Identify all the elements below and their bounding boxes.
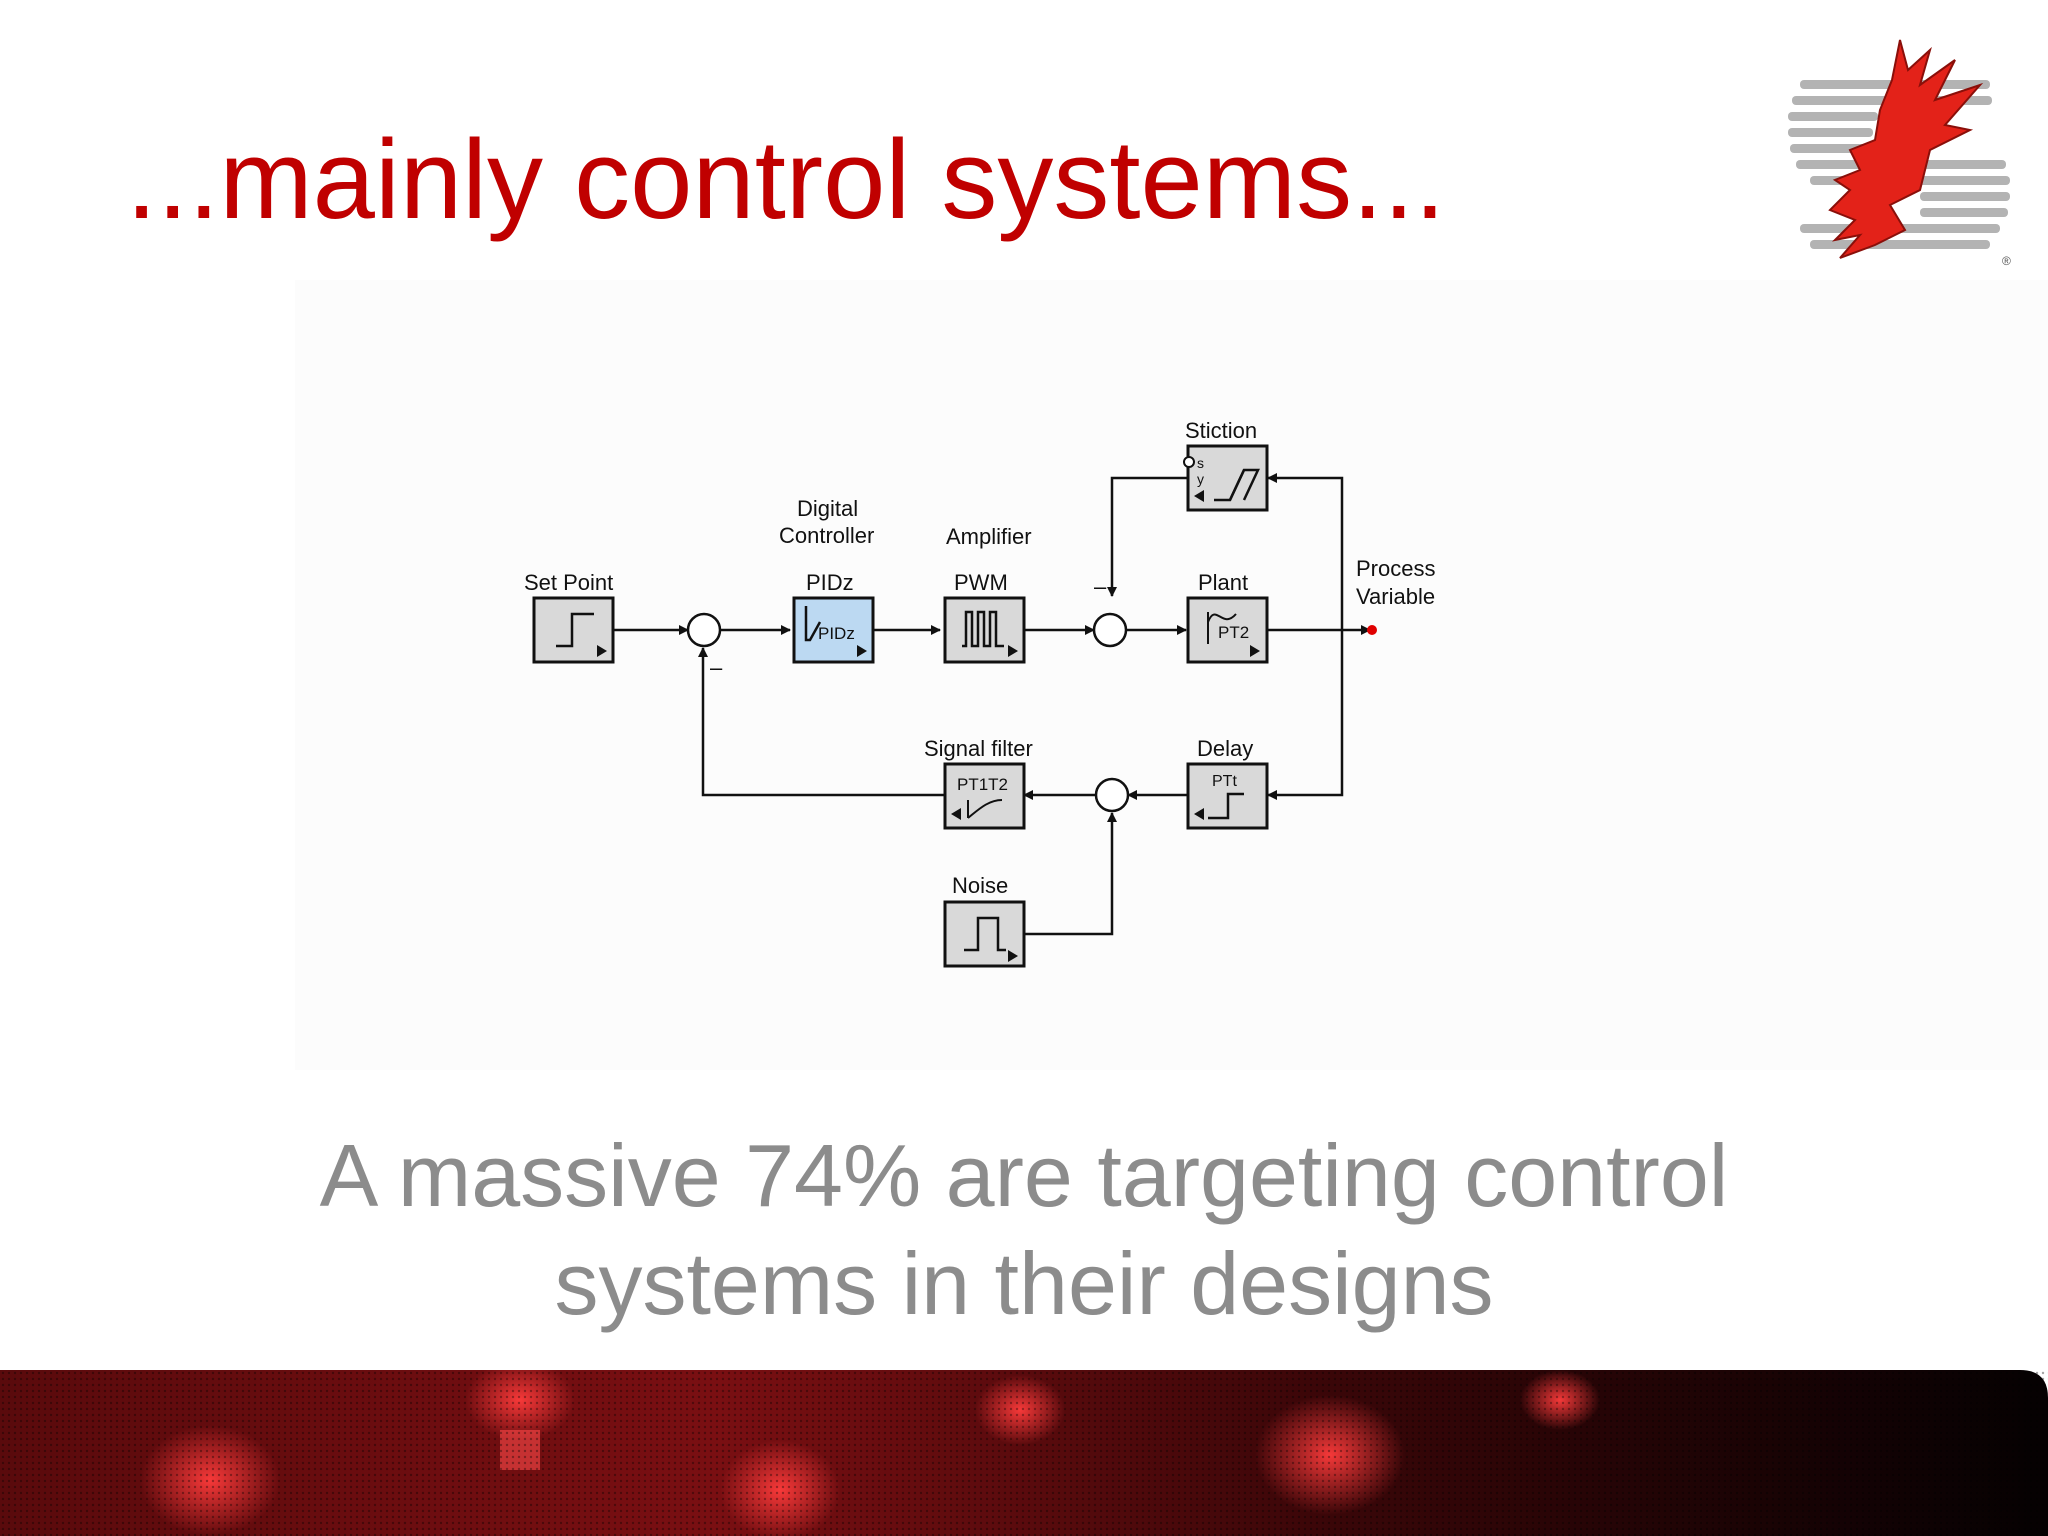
block-noise[interactable]: Noise	[943, 873, 1026, 968]
block-label: PWM	[954, 570, 1008, 595]
block-signal-filter[interactable]: Signal filter PT1T2	[924, 736, 1033, 830]
sum-sign-minus: –	[1094, 574, 1107, 599]
pulse-icon	[964, 916, 1006, 952]
block-label: Noise	[952, 873, 1008, 898]
block-label: Plant	[1198, 570, 1248, 595]
block-plant[interactable]: Plant PT2	[1186, 570, 1269, 664]
block-pwm[interactable]: Amplifier PWM	[943, 524, 1032, 664]
eagle-logo-icon: ®	[1788, 39, 2011, 268]
slide-title: ...mainly control systems...	[126, 117, 1446, 242]
caption-line-1: A massive 74% are targeting control	[319, 1126, 1729, 1225]
block-title: Amplifier	[946, 524, 1032, 549]
output-label: Process	[1356, 556, 1435, 581]
block-glyph: PIDz	[818, 624, 855, 643]
block-pidz[interactable]: Digital Controller PIDz PIDz	[779, 496, 875, 664]
port-s: s	[1197, 455, 1204, 471]
diagram-background	[295, 280, 2048, 1070]
block-label: PIDz	[806, 570, 854, 595]
block-label: Set Point	[524, 570, 613, 595]
pid-icon	[804, 606, 822, 642]
sum-junction-stiction	[1092, 612, 1128, 648]
caption-line-2: systems in their designs	[554, 1234, 1494, 1333]
block-set-point[interactable]: Set Point	[524, 570, 615, 664]
registered-mark: ®	[2002, 254, 2011, 268]
signal-wires	[613, 473, 1371, 936]
block-title: Controller	[779, 523, 874, 548]
sum-sign-minus: –	[710, 655, 723, 680]
block-stiction[interactable]: Stiction s y	[1183, 418, 1269, 512]
block-label: Stiction	[1185, 418, 1257, 443]
pt2-icon	[1207, 612, 1237, 644]
filter-icon	[967, 799, 1003, 819]
block-glyph: PT2	[1218, 623, 1249, 642]
block-label: Delay	[1197, 736, 1253, 761]
output-label: Variable	[1356, 584, 1435, 609]
eagle-shape	[1828, 39, 1984, 259]
sum-junction-error	[686, 612, 722, 648]
block-glyph: PTt	[1212, 773, 1237, 790]
block-label: Signal filter	[924, 736, 1033, 761]
sum-junction-noise	[1094, 777, 1130, 813]
delay-icon	[1208, 792, 1244, 820]
footer-band	[0, 1370, 2048, 1536]
block-delay[interactable]: Delay PTt	[1186, 736, 1269, 830]
pwm-icon	[962, 610, 1004, 648]
block-title: Digital	[797, 496, 858, 521]
output-port-dot	[1367, 625, 1377, 635]
block-glyph: PT1T2	[957, 775, 1008, 794]
step-icon	[556, 612, 594, 648]
port-y: y	[1197, 471, 1204, 487]
